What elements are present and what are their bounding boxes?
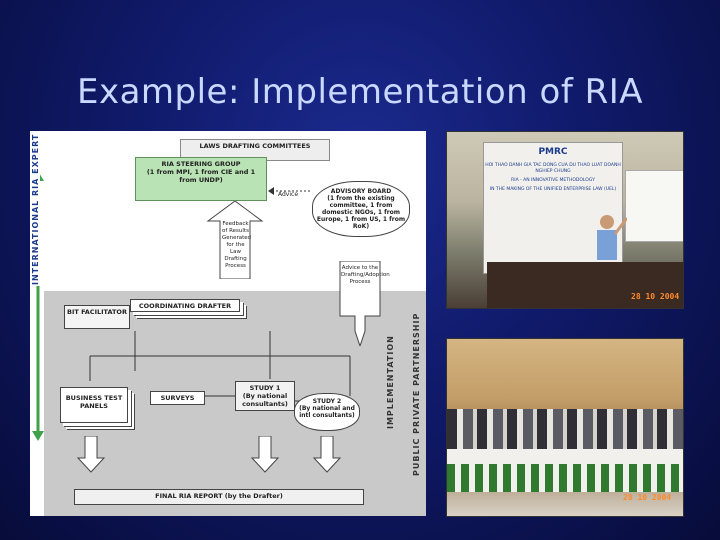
- advice-arrow: [268, 187, 312, 195]
- bit-facilitator: BIT FACILITATOR: [64, 305, 130, 329]
- ria-diagram: INTERNATIONAL RIA EXPERT LAWS DRAFTING C…: [30, 131, 426, 516]
- feedback-arrow: [206, 201, 264, 279]
- advice-drafting-arrow: [339, 261, 381, 346]
- date-stamp-1: 28 10 2004: [631, 292, 680, 301]
- slide-title: Example: Implementation of RIA: [76, 72, 644, 112]
- study-2: STUDY 2 (By national and intl consultant…: [294, 393, 360, 431]
- business-test-panels: BUSINESS TEST PANELS: [60, 387, 128, 423]
- seated-participants: [447, 409, 683, 449]
- plants-row: [447, 464, 683, 492]
- banner-line-4: IN THE MAKING OF THE UNIFIED ENTERPRISE …: [489, 187, 617, 192]
- coordinating-drafter: COORDINATING DRAFTER: [130, 299, 240, 312]
- study-1: STUDY 1 (By national consultants): [235, 381, 295, 411]
- banner-line-3: RIA - AN INNOVATIVE METHODOLOGY: [511, 178, 595, 183]
- date-stamp-2: 28 10 2004: [623, 493, 672, 502]
- presenter-figure: [597, 215, 627, 260]
- advisory-board: ADVISORY BOARD (1 from the existing comm…: [312, 181, 410, 237]
- down-arrows: [76, 436, 342, 473]
- surveys: SURVEYS: [150, 391, 205, 405]
- conference-photo-presenter: PMRC HOI THAO DANH GIA TAC DONG CUA DU T…: [446, 131, 684, 309]
- public-private-partnership-label: PUBLIC PRIVATE PARTNERSHIP: [412, 312, 421, 476]
- advice-drafting-text: Advice to the Drafting/Adoption Process: [341, 265, 390, 285]
- projection-screen: [625, 170, 683, 242]
- head-table: [487, 262, 683, 308]
- final-ria-report: FINAL RIA REPORT (by the Drafter): [74, 489, 364, 505]
- feedback-text: Feedback of Results Generated for the La…: [222, 221, 252, 269]
- advice-label: Advice: [278, 191, 299, 198]
- banner-line-1: PMRC: [538, 147, 568, 157]
- implementation-label: IMPLEMENTATION: [386, 335, 395, 429]
- flow-lines: [89, 331, 351, 402]
- ria-steering-group: RIA STEERING GROUP (1 from MPI, 1 from C…: [135, 157, 267, 201]
- meeting-table-photo: 28 10 2004: [446, 338, 684, 517]
- banner-line-2: HOI THAO DANH GIA TAC DONG CUA DU THAO L…: [485, 163, 621, 174]
